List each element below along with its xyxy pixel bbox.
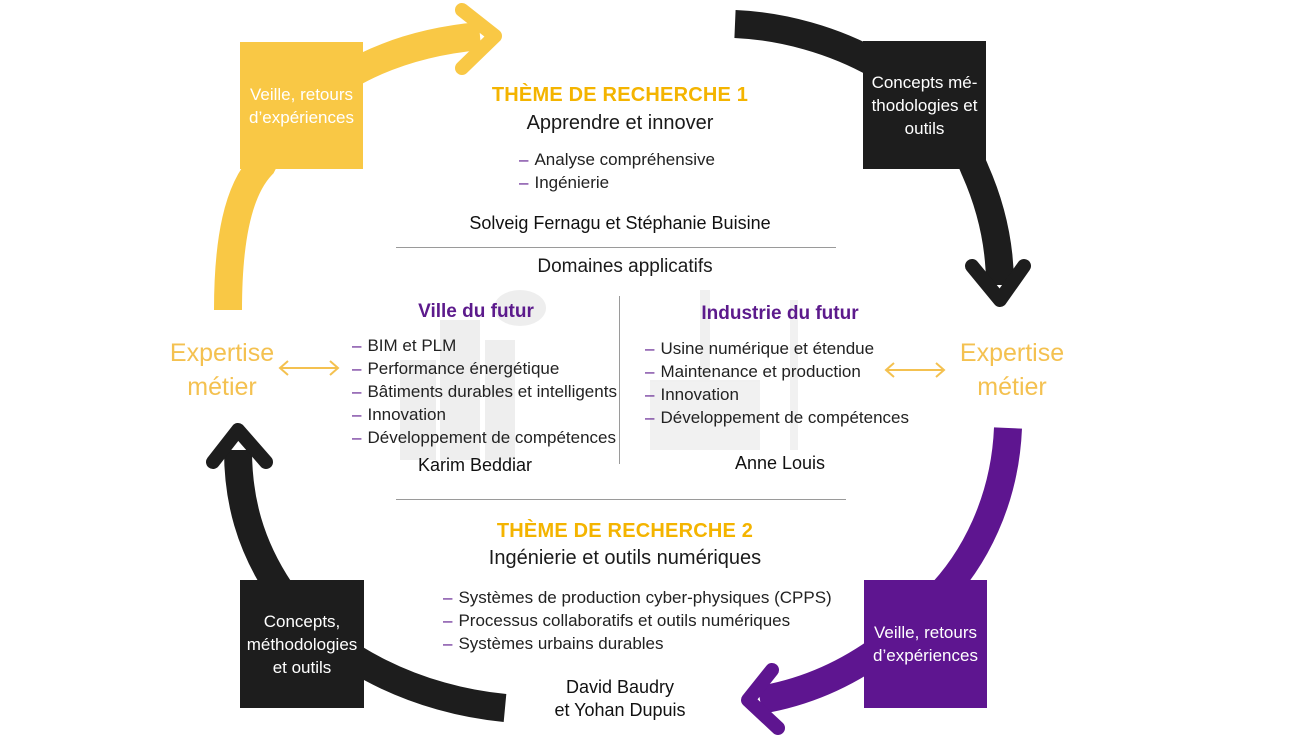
list-item: –Analyse compréhensive [519, 150, 715, 169]
list-item: –Performance énergétique [352, 359, 560, 378]
black-arrowhead-right [965, 259, 1031, 307]
theme1-authors: Solveig Fernagu et Stéphanie Buisine [469, 213, 771, 233]
theme1-subtitle: Apprendre et innover [526, 112, 714, 134]
box-bottom-left-label: Concepts, méthodologies et outils [246, 611, 358, 677]
expertise-right: Expertise métier [959, 339, 1065, 401]
theme2-authors: David Baudry et Yohan Dupuis [554, 677, 686, 720]
domaines-title: Domaines applicatifs [537, 256, 713, 277]
box-top-left: Veille, retours d’expériences [240, 42, 363, 169]
box-top-right: Concepts mé- thodologies et outils [863, 41, 986, 169]
list-item: –Bâtiments durables et intelligents [352, 382, 617, 401]
list-item: –Développement de compétences [352, 428, 617, 447]
divider-bottom [396, 499, 846, 500]
list-item: –Usine numérique et étendue [645, 339, 875, 358]
purple-arrowhead [741, 663, 785, 735]
theme2-subtitle: Ingénierie et outils numériques [488, 547, 762, 569]
ville-title: Ville du futur [418, 301, 534, 322]
box-top-right-label: Concepts mé- thodologies et outils [871, 72, 978, 138]
theme1-list: –Analyse compréhensive –Ingénierie [519, 148, 715, 194]
industrie-title: Industrie du futur [701, 303, 859, 324]
list-item: –Processus collaboratifs et outils numér… [443, 611, 791, 630]
list-item: –Ingénierie [519, 173, 610, 192]
double-arrow-left [278, 360, 340, 376]
ville-author: Karim Beddiar [417, 455, 533, 475]
divider-top [396, 247, 836, 248]
list-item: –BIM et PLM [352, 336, 457, 355]
double-arrow-right [884, 362, 946, 378]
list-item: –Innovation [352, 405, 446, 424]
expertise-left: Expertise métier [169, 339, 275, 401]
list-item: –Systèmes de production cyber-physiques … [443, 588, 832, 607]
theme2-list: –Systèmes de production cyber-physiques … [443, 586, 832, 655]
divider-vertical [619, 296, 620, 464]
box-bottom-right: Veille, retours d’expériences [864, 580, 987, 708]
black-arrowhead-left [206, 423, 273, 469]
industry-illustration [650, 290, 798, 450]
box-top-left-label: Veille, retours d’expériences [249, 84, 354, 127]
list-item: –Maintenance et production [645, 362, 861, 381]
industrie-author: Anne Louis [734, 453, 826, 473]
yellow-arrowhead [455, 3, 502, 75]
theme1-title: THÈME DE RECHERCHE 1 [491, 84, 749, 106]
ville-list: –BIM et PLM –Performance énergétique –Bâ… [352, 334, 617, 449]
city-illustration [400, 290, 546, 460]
industrie-list: –Usine numérique et étendue –Maintenance… [645, 337, 909, 429]
theme2-title: THÈME DE RECHERCHE 2 [496, 520, 754, 542]
list-item: –Systèmes urbains durables [443, 634, 664, 653]
box-bottom-right-label: Veille, retours d’expériences [873, 623, 978, 665]
box-bottom-left: Concepts, méthodologies et outils [240, 580, 364, 708]
list-item: –Développement de compétences [645, 408, 910, 427]
list-item: –Innovation [645, 385, 739, 404]
